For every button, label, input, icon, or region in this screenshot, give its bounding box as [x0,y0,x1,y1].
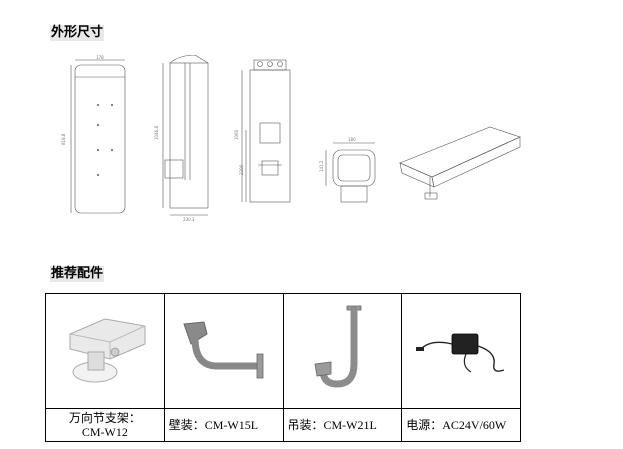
dimension-drawings: 178 818.8 1046.8 230.3 1060 2200 180 141… [61,55,521,222]
accessory-caption-power: 电源：AC24V/60W [401,408,521,442]
accessory-image-cell [282,293,403,409]
side-view-width-dim: 230.3 [183,217,195,222]
accessory-caption-gimbal: 万向节支架： CM-W12 [45,408,165,442]
wall-mount-bracket-icon [182,320,264,378]
caption-line2: CM-W12 [81,425,128,439]
side-view-drawing [162,55,209,216]
section-title-dimensions: 外形尺寸 [50,25,105,41]
rear-view-lower-dim: 2200 [239,164,244,175]
accessory-caption-wall: 壁装：CM-W15L [163,408,284,442]
rear-view-height-dim: 1060 [234,129,239,140]
side-view-height-dim: 1046.8 [154,126,159,140]
rear-view-drawing [241,59,291,203]
caption-line1: 万向节支架： [68,411,141,425]
accessory-image-cell [45,293,165,409]
end-view-height-dim: 141.2 [319,160,324,172]
gimbal-bracket-icon [69,317,146,382]
section-title-accessories: 推荐配件 [50,266,105,282]
front-view-height-dim: 818.8 [61,133,66,145]
front-view-top-dim: 178 [96,55,104,60]
accessory-image-cell [163,293,284,409]
pendant-mount-bracket-icon [314,305,362,388]
end-view-top-dim: 180 [348,137,356,142]
accessories-table: 万向节支架： CM-W12 壁装：CM-W15L 吊装：CM-W21L 电源：A… [45,293,521,442]
power-adapter-icon [416,333,505,373]
front-view-drawing [70,59,126,214]
accessory-image-cell [401,293,521,409]
end-view-drawing [325,142,376,203]
perspective-view-drawing [399,126,521,200]
accessory-caption-pendant: 吊装：CM-W21L [282,408,403,442]
